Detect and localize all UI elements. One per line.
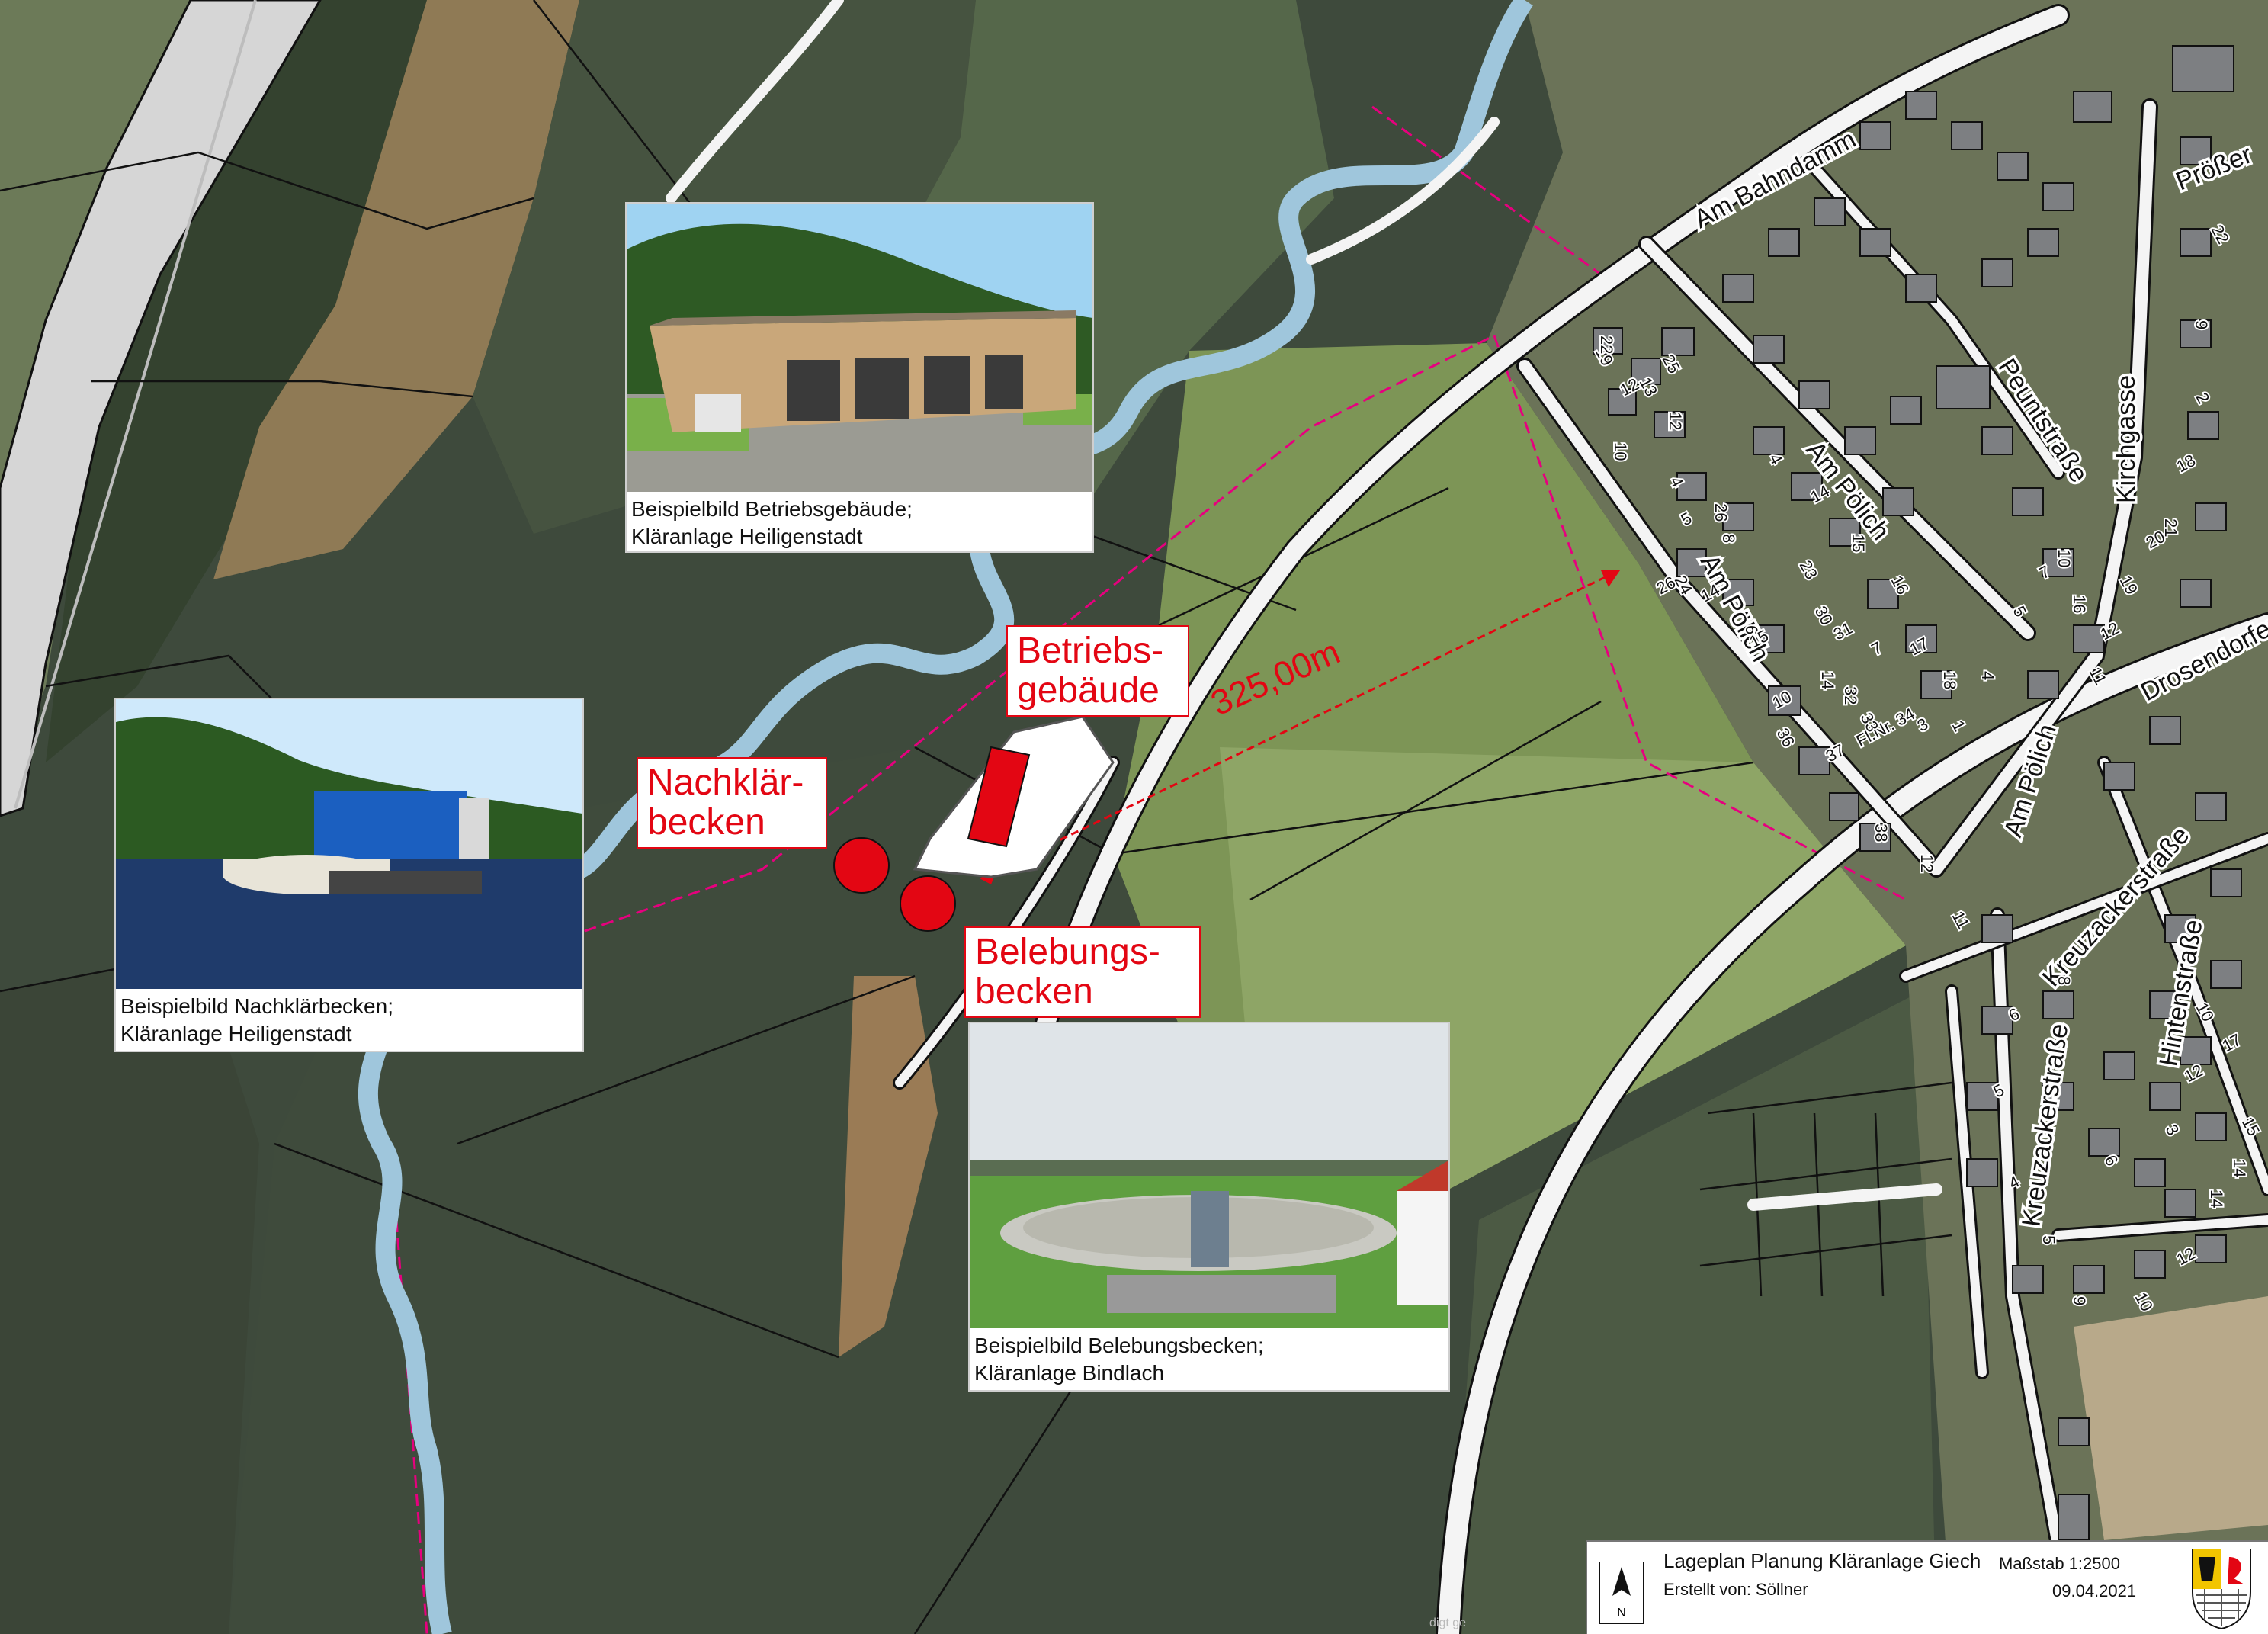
caption-line1: Beispielbild Nachklärbecken; (120, 994, 393, 1018)
house-number: 10 (2055, 549, 2074, 567)
house-number: 9 (2192, 320, 2211, 329)
photo-card-nachklaerbecken: Beispielbild Nachklärbecken; Kläranlage … (114, 698, 584, 1052)
photo-nachklaerbecken (116, 699, 582, 989)
house-number: 14 (2207, 1189, 2226, 1208)
caption-line1: Beispielbild Belebungsbecken; (974, 1334, 1264, 1357)
house-number: 32 (1841, 686, 1860, 705)
caption-line1: Beispielbild Betriebsgebäude; (631, 497, 913, 521)
caption-line2: Kläranlage Heiligenstadt (120, 1022, 352, 1045)
photo-card-betriebsgebaeude: Beispielbild Betriebsgebäude; Kläranlage… (625, 202, 1094, 553)
nachklaerbecken-marker (833, 837, 890, 894)
house-number: 18 (1940, 671, 1959, 689)
house-number: 14 (1818, 671, 1837, 689)
house-number: 14 (2230, 1159, 2249, 1177)
house-number: 22 (1597, 335, 1616, 354)
house-number: 15 (1849, 534, 1868, 552)
buildings (1593, 45, 2242, 1541)
house-number: 21 (2161, 518, 2180, 537)
betriebsgebaeude-label: Betriebs- gebäude (1006, 625, 1189, 717)
house-number: 38 (1872, 823, 1891, 842)
street-label: Kirchgasse (2112, 375, 2141, 503)
plan-author: Erstellt von: Söllner (1663, 1580, 1808, 1599)
photo-betriebsgebaeude (627, 204, 1092, 492)
municipal-crest-icon (2192, 1549, 2251, 1630)
house-number: 6 (1742, 625, 1761, 634)
house-number: 9 (2070, 1296, 2089, 1305)
belebungsbecken-label: Belebungs- becken (964, 926, 1201, 1018)
photo-belebungsbecken (970, 1023, 1448, 1328)
betriebsgebaeude-marker (967, 746, 1031, 848)
nachklaerbecken-label: Nachklär- becken (637, 757, 827, 849)
distance-arrow-end (1601, 570, 1620, 587)
plan-scale: Maßstab 1:2500 (1999, 1554, 2120, 1573)
field-tan-west (213, 0, 579, 579)
field-southeast-tan (2074, 1296, 2268, 1540)
house-number: 5 (2039, 1235, 2058, 1244)
field-forest-west (0, 953, 259, 1634)
plan-date: 09.04.2021 (2052, 1581, 2137, 1600)
highway-median (14, 0, 257, 809)
highway (0, 0, 322, 817)
house-number: 8 (1719, 534, 1738, 543)
house-number: 4 (1978, 671, 1997, 680)
plan-title: Lageplan Planung Kläranlage Giech (1663, 1549, 1981, 1572)
caption-line2: Kläranlage Heiligenstadt (631, 525, 863, 548)
house-number: 8 (2055, 976, 2074, 985)
house-number: 26 (1711, 503, 1731, 522)
caption-line2: Kläranlage Bindlach (974, 1361, 1165, 1385)
field-southeast (1448, 991, 1936, 1634)
distance-line (983, 570, 1617, 878)
house-number: 16 (2070, 595, 2089, 613)
photo-card-belebungsbecken: Beispielbild Belebungsbecken; Kläranlage… (968, 1022, 1450, 1392)
stream (358, 0, 1533, 1634)
house-number: 10 (1611, 442, 1630, 461)
north-label: N (1617, 1607, 1626, 1620)
title-block: N Lageplan Planung Kläranlage Giech Maßs… (1586, 1540, 2268, 1634)
belebungsbecken-marker (900, 875, 956, 932)
north-arrow-icon: N (1599, 1562, 1644, 1624)
house-number: 12 (1917, 854, 1936, 872)
watermark-text: digt ge (1429, 1616, 1467, 1629)
house-number: 12 (1666, 412, 1685, 430)
